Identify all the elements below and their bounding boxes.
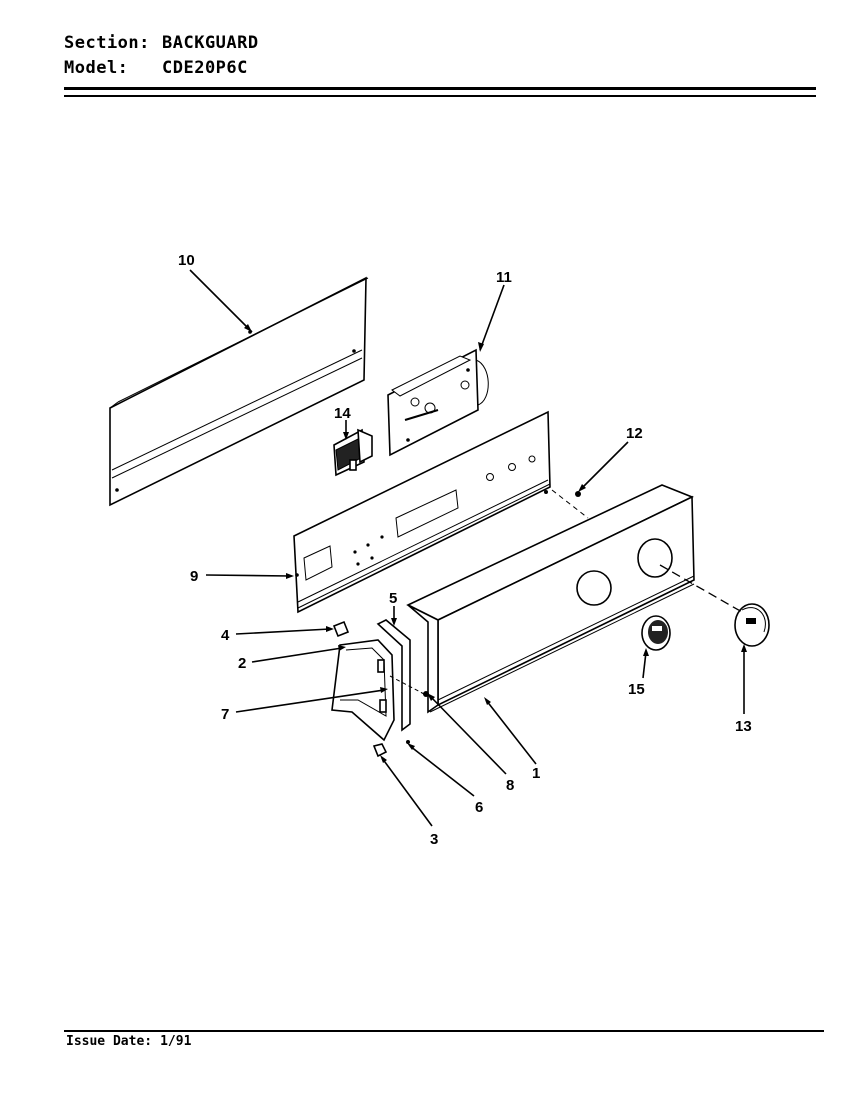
callout-6: 6 <box>475 799 483 816</box>
callout-14: 14 <box>334 405 351 422</box>
callout-15: 15 <box>628 681 645 698</box>
model-header: Model: CDE20P6C <box>64 58 248 78</box>
part-11-timer <box>387 348 489 457</box>
callout-5: 5 <box>389 590 397 607</box>
part-15-knob <box>641 615 671 651</box>
callout-12: 12 <box>626 425 643 442</box>
callout-7: 7 <box>221 706 229 723</box>
part-14-switch <box>333 428 373 477</box>
callout-3: 3 <box>430 831 438 848</box>
part-8-screw <box>423 691 429 697</box>
callout-8: 8 <box>506 777 514 794</box>
section-header: Section: BACKGUARD <box>64 33 259 53</box>
callout-labels: 10 11 14 12 9 5 4 2 7 15 13 1 8 6 3 <box>178 252 752 848</box>
callout-2: 2 <box>238 655 246 672</box>
footer-rule <box>64 1030 824 1032</box>
issue-date-label: Issue Date: <box>66 1034 153 1049</box>
callout-10: 10 <box>178 252 195 269</box>
issue-date: Issue Date: 1/91 <box>66 1034 191 1049</box>
model-value: CDE20P6C <box>162 58 248 78</box>
section-value: BACKGUARD <box>162 33 259 53</box>
callout-4: 4 <box>221 627 230 644</box>
callout-13: 13 <box>735 718 752 735</box>
part-4-clip <box>332 620 350 638</box>
part-2-end-cap <box>331 639 395 742</box>
callout-9: 9 <box>190 568 198 585</box>
part-5-trim-strip <box>376 619 411 732</box>
leader-lines <box>189 269 747 827</box>
part-10-rear-panel <box>109 276 369 507</box>
callout-11: 11 <box>496 269 512 286</box>
part-12-screw <box>575 491 581 497</box>
header-rule-thick <box>64 87 816 90</box>
header-rule-thin <box>64 95 816 97</box>
section-label: Section: <box>64 33 150 53</box>
issue-date-value: 1/91 <box>160 1034 192 1049</box>
part-13-knob <box>734 603 770 647</box>
model-label: Model: <box>64 58 129 78</box>
alignment-lines <box>389 489 743 695</box>
part-1-front-panel <box>406 484 695 714</box>
callout-1: 1 <box>532 765 540 782</box>
part-9-control-panel <box>293 410 551 614</box>
part-3-clip <box>372 743 388 758</box>
